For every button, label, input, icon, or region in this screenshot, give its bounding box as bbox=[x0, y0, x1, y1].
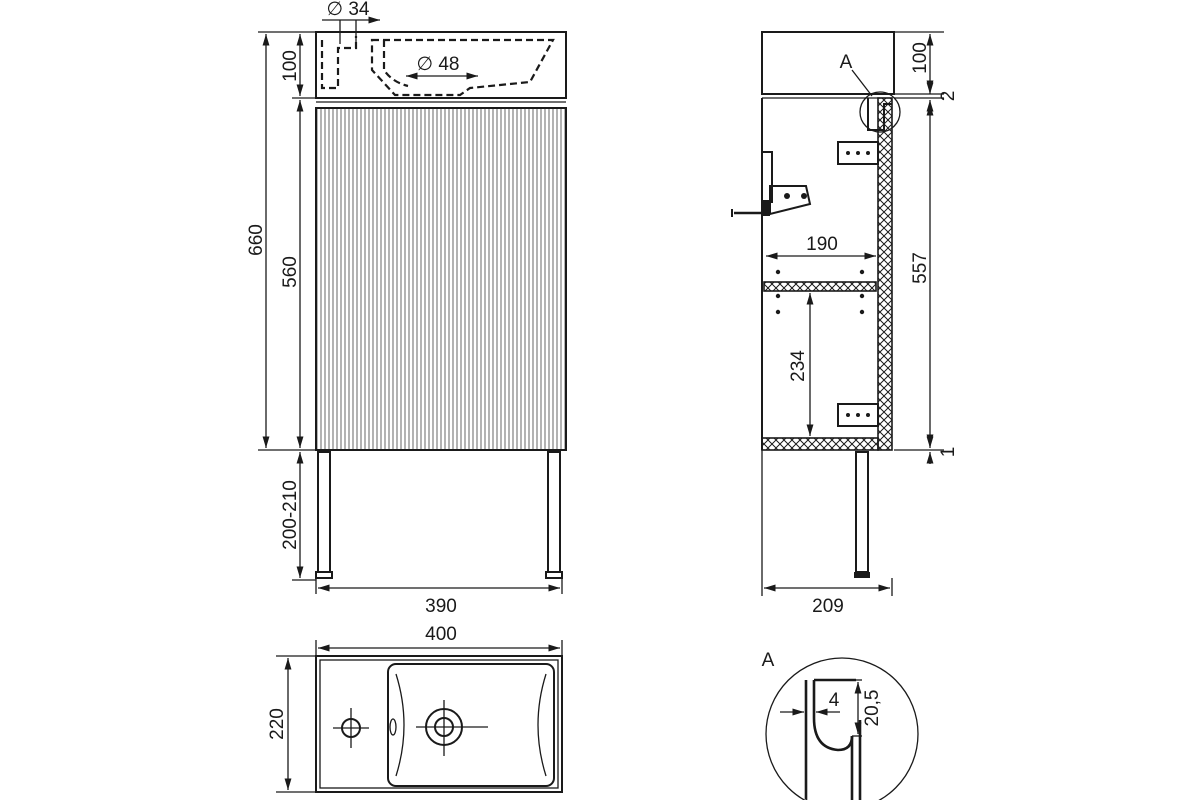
dim-total-height: 660 bbox=[246, 224, 267, 256]
side-dimensions: 100 2 557 1 209 190 234 bbox=[761, 31, 959, 617]
side-basin-top bbox=[761, 31, 895, 95]
side-shelf bbox=[763, 281, 877, 292]
dim-basin-depth: 220 bbox=[267, 708, 288, 740]
dim-cabinet-width: 390 bbox=[425, 596, 457, 617]
front-leg-left bbox=[317, 451, 331, 573]
dim-shelf-height: 234 bbox=[788, 350, 809, 382]
detail-a-circle bbox=[765, 657, 919, 800]
detail-a-callout-circle bbox=[859, 91, 901, 133]
detail-a: A 4 20,5 bbox=[762, 650, 919, 800]
dim-basin-width: 400 bbox=[425, 624, 457, 645]
dim-drain-diameter: ∅ 34 bbox=[327, 0, 370, 20]
dim-detail-thickness: 4 bbox=[829, 690, 840, 711]
front-cabinet-door bbox=[315, 107, 567, 451]
top-view bbox=[315, 655, 563, 793]
side-back-panel bbox=[877, 97, 893, 451]
top-bowl bbox=[387, 663, 555, 787]
top-dimensions: 400 220 bbox=[267, 624, 563, 793]
front-faucet-hole-hidden bbox=[382, 40, 409, 88]
detail-callout-label: A bbox=[840, 52, 853, 73]
dim-side-height: 557 bbox=[910, 252, 931, 284]
front-overflow-hidden bbox=[320, 36, 358, 90]
side-bottom-panel bbox=[761, 437, 879, 451]
side-leg bbox=[855, 451, 869, 573]
front-dimensions: 660 100 560 200-210 390 ∅ 34 ∅ 48 bbox=[246, 0, 563, 617]
dim-top-height-side: 100 bbox=[910, 42, 931, 74]
dim-gap-bottom: 1 bbox=[938, 447, 959, 458]
front-leg-right bbox=[547, 451, 561, 573]
side-bracket-top bbox=[837, 141, 879, 165]
top-basin-outline bbox=[315, 655, 563, 793]
front-view bbox=[315, 31, 567, 579]
detail-title: A bbox=[762, 650, 775, 671]
dim-shelf-width: 190 bbox=[806, 234, 838, 255]
dim-top-height-front: 100 bbox=[280, 50, 301, 82]
dim-legs-height: 200-210 bbox=[280, 480, 301, 550]
side-view: A bbox=[731, 31, 901, 578]
dim-side-depth: 209 bbox=[812, 596, 844, 617]
front-basin-bowl-hidden bbox=[370, 38, 555, 97]
dim-detail-height: 20,5 bbox=[862, 690, 883, 727]
side-bracket-bottom bbox=[837, 403, 879, 427]
dim-gap-top: 2 bbox=[938, 91, 959, 102]
dim-bowl-drain-diameter: ∅ 48 bbox=[417, 54, 460, 75]
dim-cabinet-height: 560 bbox=[280, 256, 301, 288]
